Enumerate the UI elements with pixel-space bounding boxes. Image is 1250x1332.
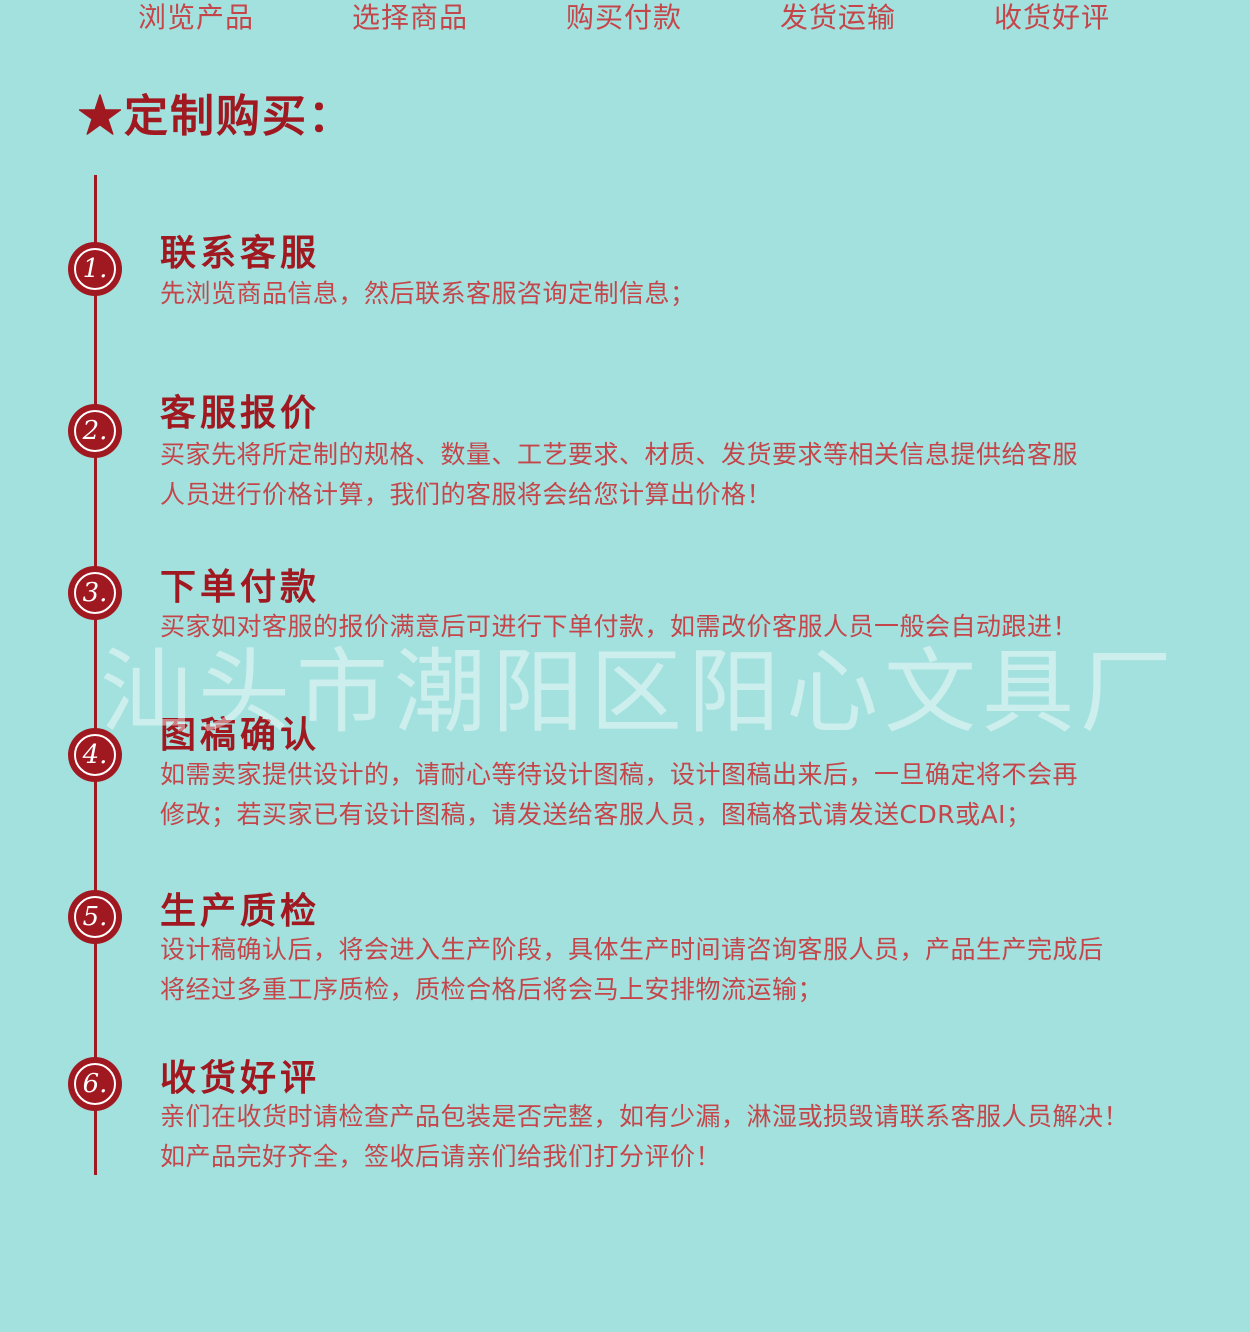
- step-6-number: 6.: [74, 1063, 116, 1105]
- step-5-line-2: 将经过多重工序质检，质检合格后将会马上安排物流运输；: [160, 975, 824, 1004]
- step-3-line-1: 买家如对客服的报价满意后可进行下单付款，如需改价客服人员一般会自动跟进！: [160, 612, 1079, 641]
- step-2-text: 买家先将所定制的规格、数量、工艺要求、材质、发货要求等相关信息提供给客服 人员进…: [160, 435, 1235, 515]
- step-4-number: 4.: [74, 734, 116, 776]
- step-2-title: 客服报价: [160, 392, 321, 434]
- nav-item-review: 收货好评: [994, 1, 1111, 34]
- step-4-badge: 4.: [70, 730, 120, 780]
- step-3-text: 买家如对客服的报价满意后可进行下单付款，如需改价客服人员一般会自动跟进！: [160, 607, 1235, 647]
- process-nav: 浏览产品 选择商品 购买付款 发货运输 收货好评: [0, 0, 1250, 40]
- step-5-title: 生产质检: [160, 890, 321, 932]
- step-6-title: 收货好评: [160, 1057, 321, 1099]
- step-1-title: 联系客服: [160, 232, 321, 274]
- step-6-line-2: 如产品完好齐全，签收后请亲们给我们打分评价！: [160, 1142, 722, 1171]
- step-3-number: 3.: [74, 572, 116, 614]
- step-3-title: 下单付款: [160, 566, 321, 608]
- step-5-number: 5.: [74, 896, 116, 938]
- section-title: ★定制购买：: [78, 91, 354, 142]
- nav-item-purchase: 购买付款: [566, 1, 683, 34]
- step-6-line-1: 亲们在收货时请检查产品包装是否完整，如有少漏，淋湿或损毁请联系客服人员解决！: [160, 1102, 1130, 1131]
- nav-item-browse: 浏览产品: [138, 1, 255, 34]
- nav-item-shipping: 发货运输: [780, 1, 897, 34]
- step-2-line-2: 人员进行价格计算，我们的客服将会给您计算出价格！: [160, 480, 773, 509]
- step-4-line-1: 如需卖家提供设计的，请耐心等待设计图稿，设计图稿出来后，一旦确定将不会再: [160, 760, 1079, 789]
- step-1-line-1: 先浏览商品信息，然后联系客服咨询定制信息；: [160, 279, 696, 308]
- timeline-line: [94, 175, 97, 1175]
- step-3-badge: 3.: [70, 568, 120, 618]
- step-4-line-2: 修改；若买家已有设计图稿，请发送给客服人员，图稿格式请发送CDR或AI；: [160, 800, 1032, 829]
- step-1-text: 先浏览商品信息，然后联系客服咨询定制信息；: [160, 274, 1235, 314]
- step-1-badge: 1.: [70, 244, 120, 294]
- step-5-line-1: 设计稿确认后，将会进入生产阶段，具体生产时间请咨询客服人员，产品生产完成后: [160, 935, 1104, 964]
- step-5-badge: 5.: [70, 892, 120, 942]
- step-5-text: 设计稿确认后，将会进入生产阶段，具体生产时间请咨询客服人员，产品生产完成后 将经…: [160, 930, 1235, 1010]
- step-4-text: 如需卖家提供设计的，请耐心等待设计图稿，设计图稿出来后，一旦确定将不会再 修改；…: [160, 755, 1235, 835]
- step-2-badge: 2.: [70, 406, 120, 456]
- watermark: 汕头市潮阳区阳心文具厂: [100, 639, 1179, 746]
- step-1-number: 1.: [74, 248, 116, 290]
- step-6-badge: 6.: [70, 1059, 120, 1109]
- step-2-line-1: 买家先将所定制的规格、数量、工艺要求、材质、发货要求等相关信息提供给客服: [160, 440, 1079, 469]
- step-6-text: 亲们在收货时请检查产品包装是否完整，如有少漏，淋湿或损毁请联系客服人员解决！ 如…: [160, 1097, 1235, 1177]
- step-2-number: 2.: [74, 410, 116, 452]
- step-4-title: 图稿确认: [160, 714, 321, 756]
- nav-item-select: 选择商品: [352, 1, 469, 34]
